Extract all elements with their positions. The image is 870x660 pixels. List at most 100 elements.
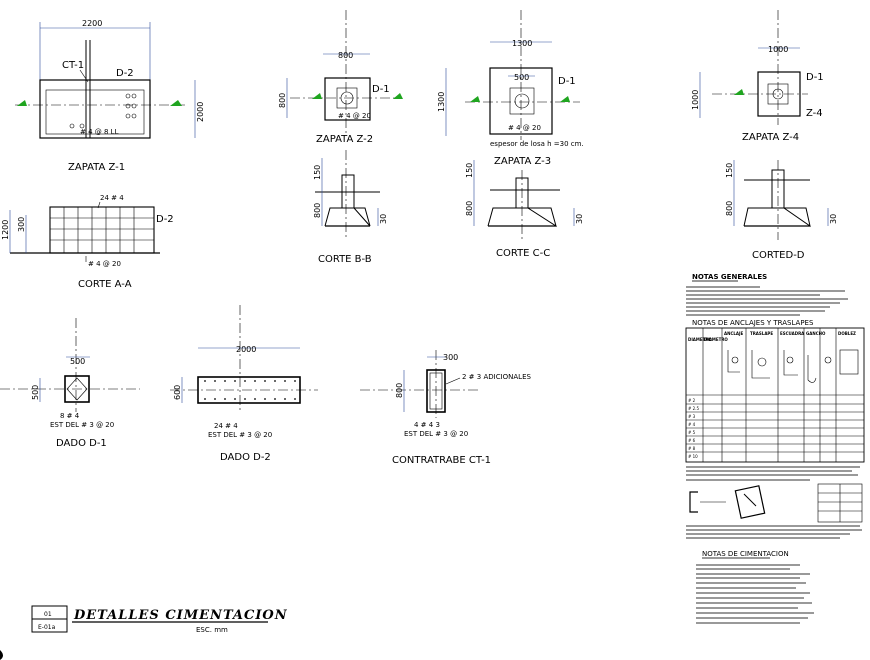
table-header-2: ANCLAJE xyxy=(724,331,744,336)
sheet-number-top: 01 xyxy=(44,611,52,618)
corte-cc-section: 150 800 30 CORTE C-C xyxy=(465,160,584,259)
table-hook-sketches xyxy=(727,349,859,383)
sheet-title-block: 01 E-01a DETALLES CIMENTACION ESC. mm xyxy=(31,605,288,634)
z2-dim-width: 800 xyxy=(338,51,353,60)
bb-title: CORTE B-B xyxy=(318,254,372,265)
z3-dim-height: 1300 xyxy=(437,92,446,112)
z1-d-label: D-2 xyxy=(116,68,134,79)
table-row-3: # 4 xyxy=(688,422,696,427)
table-row-6: # 8 xyxy=(688,446,696,451)
table-row-4: # 5 xyxy=(688,430,696,435)
dd-dim-mid: 800 xyxy=(725,201,734,216)
d2-dim-height: 600 xyxy=(173,385,182,400)
z4-dim-height: 1000 xyxy=(691,90,700,110)
table-row-5: # 6 xyxy=(688,438,696,443)
ca-top-rebar: 24 # 4 xyxy=(100,194,124,202)
ct1-adic: 2 # 3 ADICIONALES xyxy=(462,373,532,381)
sheet-scale: ESC. mm xyxy=(196,626,228,634)
z2-rebar: # 4 @ 20 xyxy=(338,112,371,120)
notes-general-title: NOTAS GENERALES xyxy=(692,273,767,281)
z3-title: ZAPATA Z-3 xyxy=(494,156,551,167)
d1-rebar1: 8 # 4 xyxy=(60,412,80,420)
z4-title: ZAPATA Z-4 xyxy=(742,132,799,143)
z1-dim-height: 2000 xyxy=(196,102,205,122)
ct1-dim-width: 300 xyxy=(443,353,458,362)
general-notes-lines xyxy=(686,286,848,316)
bb-dim-bot: 30 xyxy=(379,214,388,224)
d1-title: DADO D-1 xyxy=(56,438,107,449)
d2-rebar2: EST DEL # 3 @ 20 xyxy=(208,431,272,439)
z4-z-label: Z-4 xyxy=(806,108,823,119)
contratrabe-ct1: 300 800 2 # 3 ADICIONALES 4 # 4 3 EST DE… xyxy=(360,350,532,466)
foundation-notes-lines xyxy=(696,564,814,624)
cc-title: CORTE C-C xyxy=(496,248,550,259)
z1-title: ZAPATA Z-1 xyxy=(68,162,125,173)
table-header-3: TRASLAPE xyxy=(750,331,773,336)
corte-aa-section: 1200 300 24 # 4 D-2 # 4 @ 20 CORTE A-A xyxy=(1,194,174,290)
z3-dim-width: 1300 xyxy=(512,39,532,48)
ca-d-label: D-2 xyxy=(156,214,174,225)
bb-dim-top: 150 xyxy=(313,165,322,180)
table-row-1: # 2.5 xyxy=(688,406,699,411)
table-row-7: # 10 xyxy=(688,454,698,459)
hook-note-lines xyxy=(686,525,862,539)
cc-dim-top: 150 xyxy=(465,163,474,178)
table-header-4: ESCUADRA xyxy=(780,331,805,336)
z1-dim-width: 2200 xyxy=(82,19,102,28)
ca-bot-rebar: # 4 @ 20 xyxy=(88,260,121,268)
notes-block: NOTAS GENERALES NOTAS DE ANCLAJES Y TRAS… xyxy=(685,273,865,624)
z3-note: espesor de losa h =30 cm. xyxy=(490,140,584,148)
z3-dim-inner: 500 xyxy=(514,73,529,82)
z1-rebar-label: # 4 @ 8 LL xyxy=(80,128,119,136)
zapata-z2-plan: 800 800 D-1 # 4 @ 20 ZAPATA Z-2 xyxy=(278,10,403,145)
z3-rebar: # 4 @ 20 xyxy=(508,124,541,132)
ct1-title: CONTRATRABE CT-1 xyxy=(392,455,491,466)
d2-rebar1: 24 # 4 xyxy=(214,422,238,430)
sheet-title: DETALLES CIMENTACION xyxy=(73,608,288,623)
dd-title: CORTED-D xyxy=(752,250,805,261)
z2-dim-height: 800 xyxy=(278,93,287,108)
ct1-rebar1: 4 # 4 3 xyxy=(414,421,440,429)
notes-table-title: NOTAS DE ANCLAJES Y TRASLAPES xyxy=(692,319,814,327)
dado-d1: 500 500 8 # 4 EST DEL # 3 @ 20 DADO D-1 xyxy=(0,318,140,449)
table-row-0: # 2 xyxy=(688,398,696,403)
z2-title: ZAPATA Z-2 xyxy=(316,134,373,145)
hook-details xyxy=(689,483,863,523)
sheet-number-bottom: E-01a xyxy=(38,624,56,631)
cc-dim-mid: 800 xyxy=(465,201,474,216)
z1-rebar-circles xyxy=(69,93,137,129)
dado-d2: 2000 600 24 # 4 EST DEL # 3 @ 20 DADO D-… xyxy=(170,305,318,463)
cc-dim-bot: 30 xyxy=(575,214,584,224)
zapata-z4-plan: 1000 1000 D-1 Z-4 ZAPATA Z-4 xyxy=(691,10,824,143)
ct1-dim-height: 800 xyxy=(395,383,404,398)
d1-dim-height: 500 xyxy=(31,385,40,400)
corte-bb-section: 150 800 30 CORTE B-B xyxy=(313,150,388,265)
d2-rebar-dots xyxy=(204,380,296,400)
table-header-1: DIAMETRO xyxy=(704,337,728,342)
notes-cim-title: NOTAS DE CIMENTACION xyxy=(702,550,789,558)
ca-dim-s: 300 xyxy=(17,217,26,232)
ca-title: CORTE A-A xyxy=(78,279,132,290)
corte-dd-section: 150 800 30 CORTED-D xyxy=(725,160,838,261)
table-row-2: # 3 xyxy=(688,414,696,419)
dd-dim-top: 150 xyxy=(725,163,734,178)
bb-dim-mid: 800 xyxy=(313,203,322,218)
anchorage-table: DIAMETRO DIAMETRO ANCLAJE TRASLAPE ESCUA… xyxy=(685,327,865,463)
table-header-0: DIAMETRO xyxy=(688,337,712,342)
dd-dim-bot: 30 xyxy=(829,214,838,224)
z3-d-label: D-1 xyxy=(558,76,576,87)
z1-ct-label: CT-1 xyxy=(62,60,84,71)
z2-d-label: D-1 xyxy=(372,84,390,95)
d1-dim-width: 500 xyxy=(70,357,85,366)
d1-rebar2: EST DEL # 3 @ 20 xyxy=(50,421,114,429)
ca-dim-height: 1200 xyxy=(1,220,10,240)
d2-dim-width: 2000 xyxy=(236,345,256,354)
z4-dim-width: 1000 xyxy=(768,45,788,54)
table-header-5: GANCHO xyxy=(806,331,826,336)
ct1-rebar2: EST DEL # 3 @ 20 xyxy=(404,430,468,438)
table-footnote-lines xyxy=(686,466,860,481)
table-header-6: DOBLEZ xyxy=(838,331,856,336)
zapata-z1-plan: 2200 2000 CT-1 D-2 # 4 @ 8 LL ZAPATA Z-1 xyxy=(15,19,205,173)
corner-mark xyxy=(0,650,3,660)
